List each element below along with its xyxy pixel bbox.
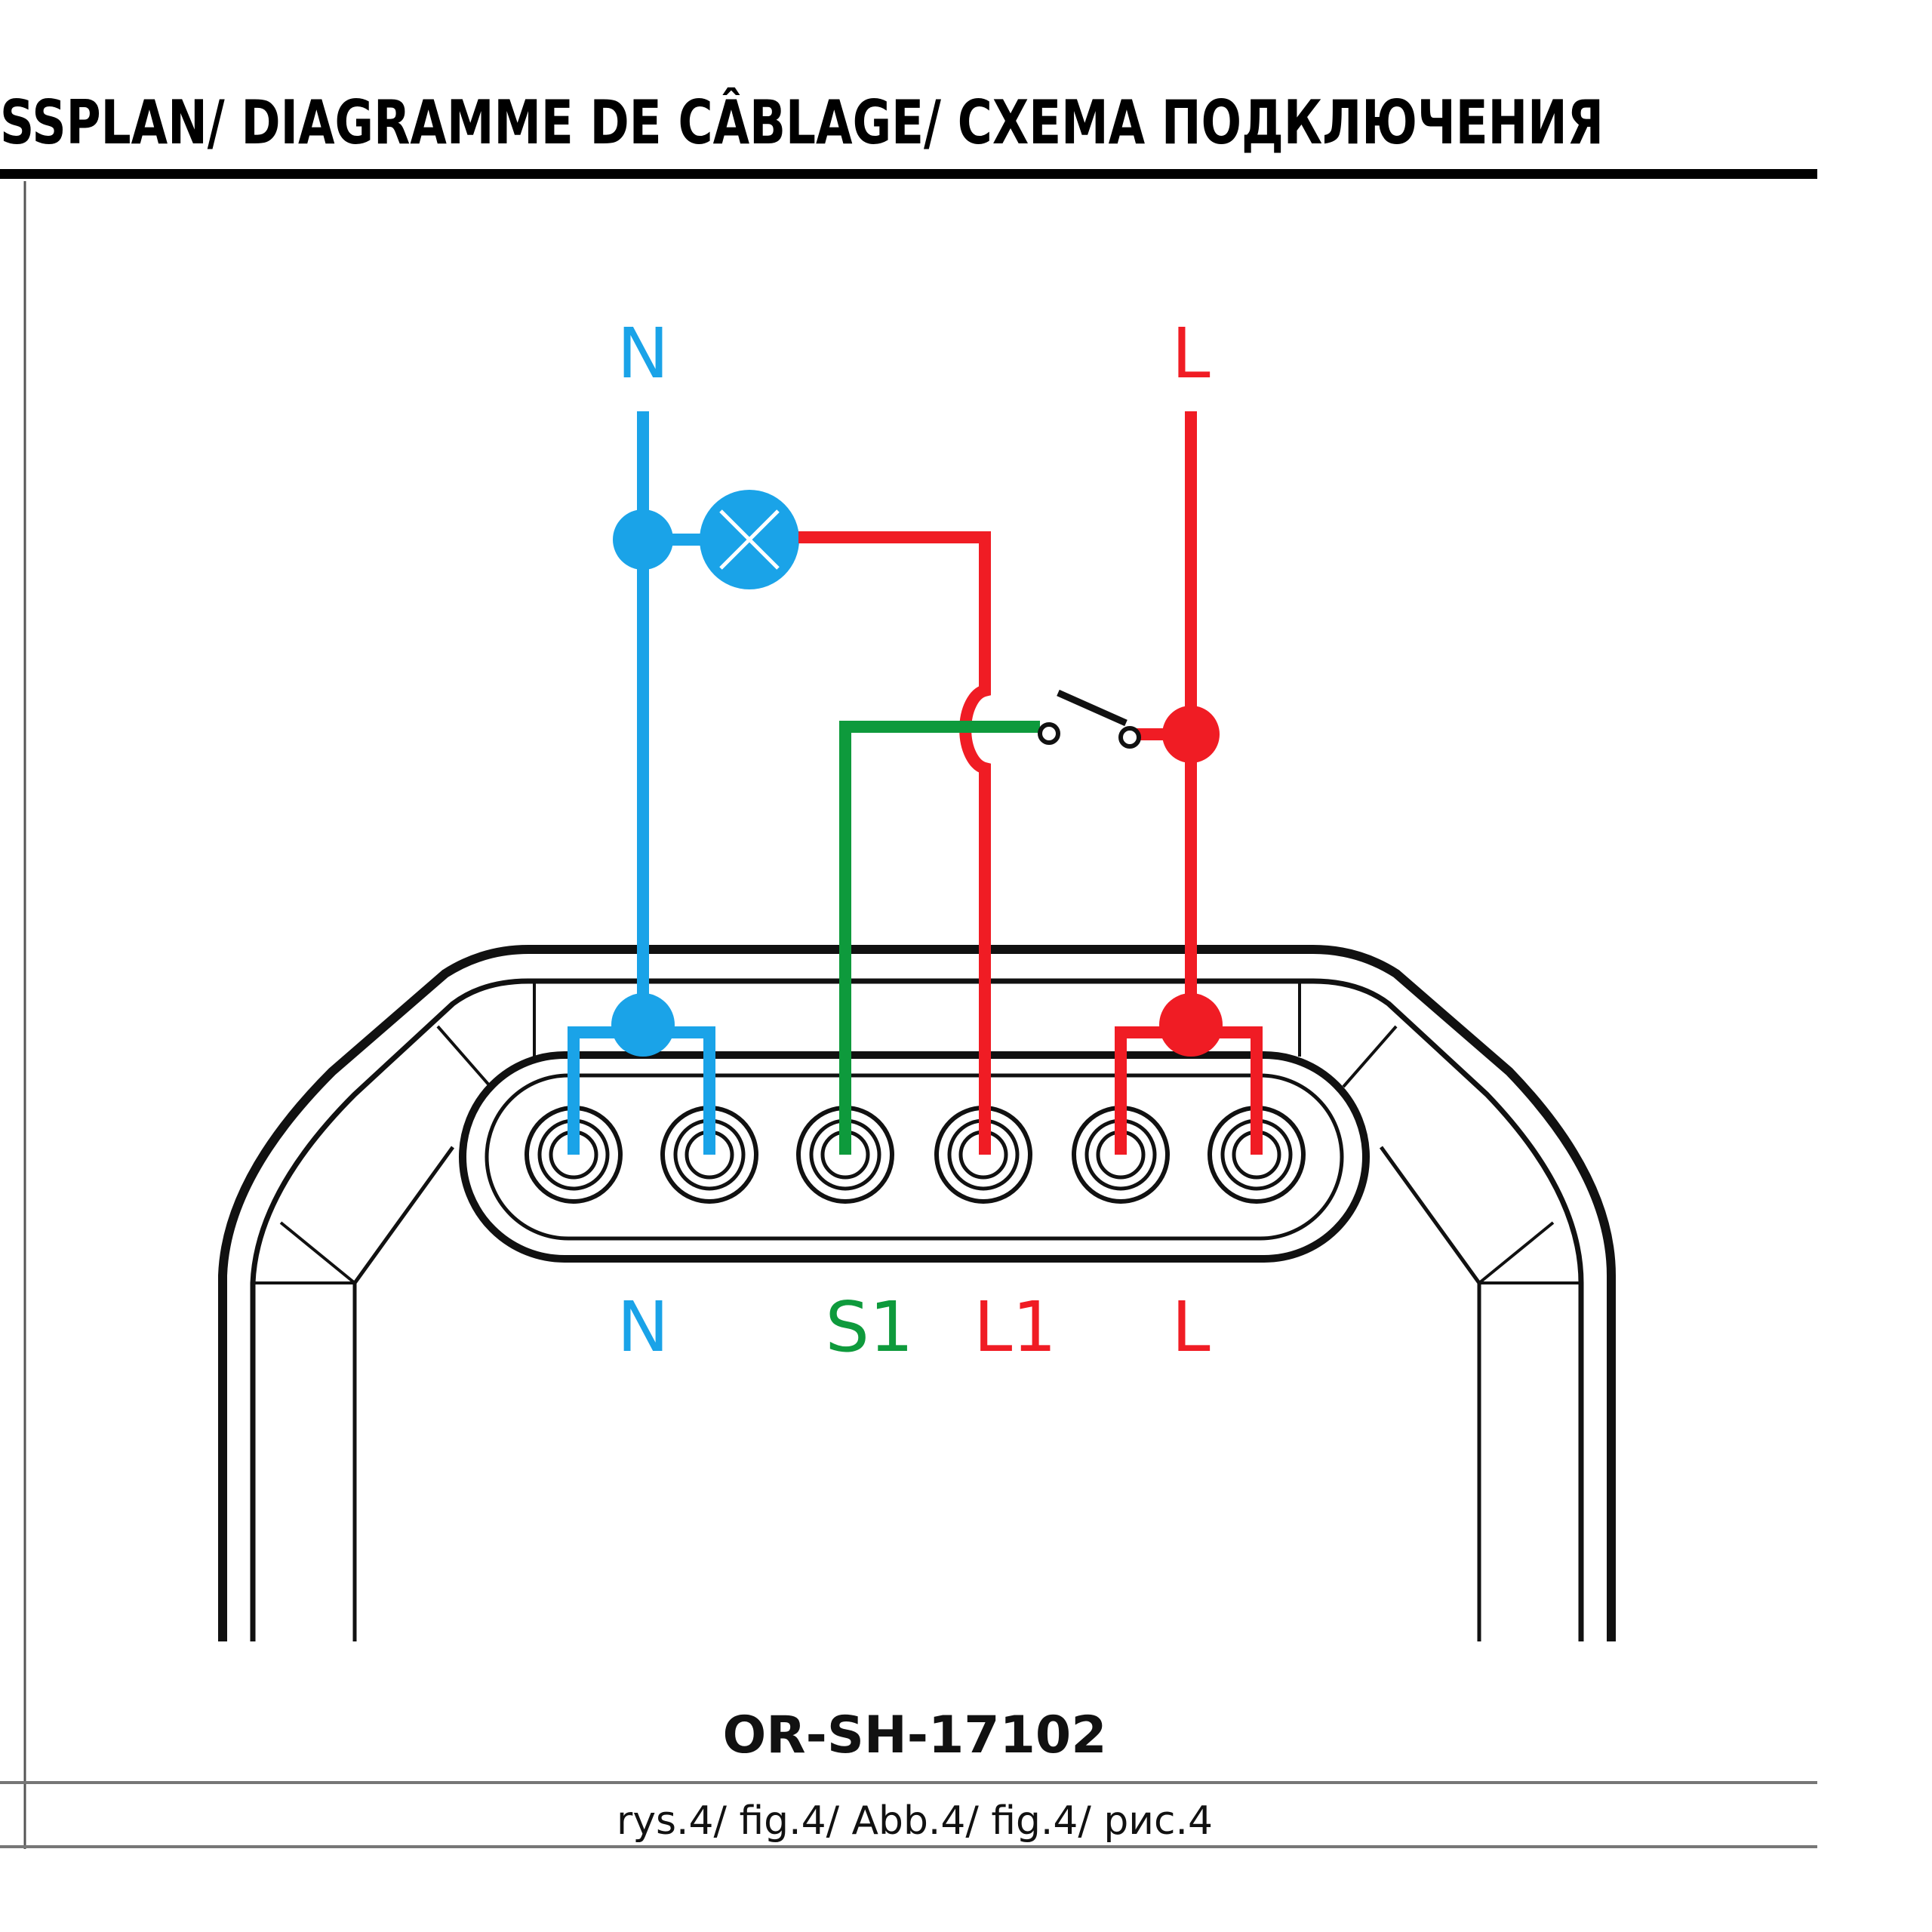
terminal-label-n: N <box>617 1287 669 1367</box>
top-neutral-label: N <box>617 313 669 394</box>
terminal-label-s1: S1 <box>826 1287 914 1367</box>
terminal-label-l: L <box>1171 1287 1210 1367</box>
terminal-block <box>525 1106 1306 1204</box>
switch-icon <box>1038 689 1141 749</box>
diagram-title: SSPLAN/ DIAGRAMME DE CÂBLAGE/ СХЕМА ПОДК… <box>0 87 1604 158</box>
switched-wire <box>839 721 1040 1155</box>
lamp-icon <box>700 490 799 589</box>
figure-caption: rys.4/ fig.4/ Abb.4/ fig.4/ рис.4 <box>617 1798 1213 1844</box>
device-housing <box>218 945 1616 1641</box>
title-rule <box>0 169 1817 179</box>
top-live-label: L <box>1171 313 1210 394</box>
neutral-terminal-junction-dot <box>611 993 675 1057</box>
neutral-junction-dot <box>613 509 673 570</box>
live-terminal-junction-dot <box>1159 993 1223 1057</box>
live-junction-dot <box>1162 706 1220 763</box>
terminal-label-l1: L1 <box>974 1287 1057 1367</box>
model-number: OR-SH-17102 <box>722 1706 1106 1765</box>
